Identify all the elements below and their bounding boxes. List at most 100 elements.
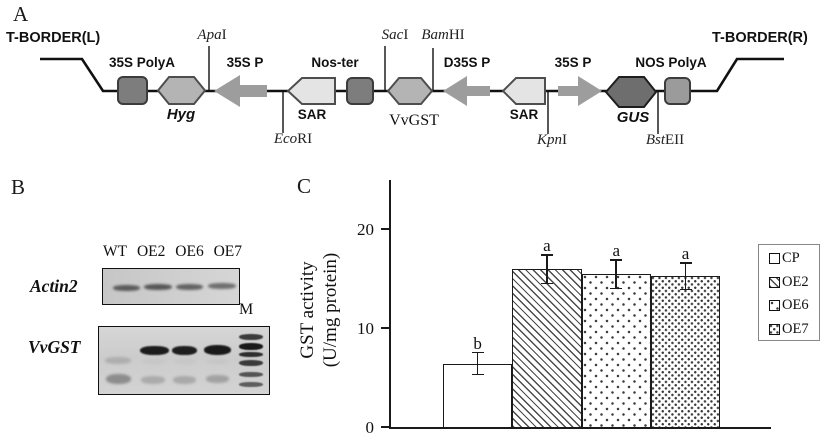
lane-label-wt: WT (103, 243, 128, 260)
apaI-roman: I (221, 27, 227, 43)
nos-polya-box (664, 77, 691, 105)
y-tick-label: 20 (357, 219, 374, 239)
lane-label-oe7: OE7 (213, 243, 242, 260)
bstEII-roman: EII (665, 132, 685, 148)
bamHI-italic: Bam (421, 27, 449, 43)
35s-polya-label: 35S PolyA (108, 55, 176, 70)
marker-band (239, 334, 263, 340)
ecoRI-site-label: EcoRI (263, 131, 323, 148)
error-bar-line (615, 259, 618, 290)
marker-band (239, 382, 263, 387)
nos-polya-label: NOS PolyA (635, 55, 707, 70)
35s-promoter-label-2: 35S P (554, 55, 592, 70)
kpnI-italic: Kpn (536, 132, 562, 148)
construct-diagram (40, 46, 784, 134)
nos-ter-label: Nos-ter (311, 55, 359, 70)
panel-a-label: A (13, 2, 29, 26)
x-axis-line (389, 427, 771, 429)
sar-label-1: SAR (297, 107, 327, 122)
gel-band (144, 284, 172, 290)
vvgst-label: VvGST (389, 112, 439, 129)
sig-letter-oe7: a (681, 244, 690, 264)
kpnI-roman: I (562, 132, 567, 148)
gel-band (143, 359, 166, 364)
bamHI-roman: HI (448, 27, 465, 43)
y-axis-title: GST activity (U/mg protein) (296, 225, 342, 395)
gel-band (173, 376, 196, 384)
y-tick-label: 0 (365, 418, 375, 435)
error-bar-cap (610, 287, 623, 290)
gel-band (105, 357, 131, 364)
error-bar-cap (471, 351, 484, 354)
d35s-promoter-label: D35S P (443, 55, 491, 70)
gel-band (113, 285, 140, 291)
apaI-italic: Apa (197, 27, 222, 43)
error-bar-cap (540, 254, 553, 256)
vvgst-gel (98, 326, 270, 395)
legend-label: OE6 (782, 297, 809, 313)
error-bar-cap (471, 373, 484, 376)
sig-letter-oe2: a (543, 236, 551, 256)
error-bar-line (546, 254, 548, 285)
sar-label-2: SAR (509, 107, 539, 122)
sacI-roman: I (403, 27, 409, 43)
legend-swatch-oe2 (769, 276, 780, 288)
legend-label: OE2 (782, 273, 809, 290)
ecoRI-italic: Eco (273, 131, 298, 147)
legend-label: OE7 (782, 320, 809, 337)
y-tick-label: 10 (357, 318, 374, 338)
gel-band (207, 359, 229, 364)
gel-band (140, 346, 169, 355)
gel-band (176, 284, 203, 290)
y-tick-mark (381, 426, 389, 428)
sacI-site-label: SacI (365, 27, 425, 44)
sacI-italic: Sac (381, 27, 404, 43)
marker-band (239, 360, 263, 366)
sig-letter-cp: b (473, 333, 482, 353)
y-axis-title-line1: GST activity (297, 261, 318, 359)
gel-band (206, 375, 229, 383)
vvgst-gel-label: VvGST (28, 337, 81, 357)
d35s-promoter-arrow-left (443, 76, 490, 106)
vvgst-hexagon (386, 77, 434, 105)
gel-band (175, 359, 196, 364)
error-bar-line (476, 351, 479, 376)
error-bar-oe2 (540, 254, 553, 285)
panel-b-label: B (11, 175, 26, 199)
35s-promoter-label-1: 35S P (226, 55, 264, 70)
legend-item-oe7: OE7 (769, 320, 819, 337)
ecoRI-roman: RI (297, 131, 313, 147)
hyg-hexagon (156, 76, 207, 105)
apaI-site-label: ApaI (182, 27, 242, 44)
marker-band (239, 343, 263, 350)
bar-oe2 (512, 269, 582, 428)
bstEII-italic: Bst (645, 132, 665, 148)
gus-hexagon (604, 76, 658, 108)
error-bar-cap (679, 288, 692, 291)
sar-pentagon-2 (501, 77, 546, 105)
gel-band (208, 283, 236, 289)
legend-swatch-oe7 (769, 323, 780, 335)
error-bar-oe6 (610, 259, 623, 290)
legend-swatch-oe6 (769, 300, 780, 311)
hyg-label: Hyg (166, 106, 196, 123)
t-border-left-label: T-BORDER(L) (6, 30, 101, 46)
error-bar-cap (610, 259, 623, 261)
sar-pentagon-1 (286, 77, 336, 105)
error-bar-cap (540, 282, 553, 285)
kpnI-site-label: KpnI (522, 132, 582, 149)
35s-polya-box (117, 76, 148, 105)
lane-label-oe6: OE6 (175, 243, 204, 260)
error-bar-line (684, 262, 687, 291)
35s-promoter-arrow-right (558, 76, 602, 106)
y-axis-title-line2: (U/mg protein) (320, 252, 341, 368)
gel-band (172, 346, 197, 355)
panel-c-label: C (297, 174, 312, 198)
actin2-gel (102, 268, 240, 305)
lane-labels: WT OE2 OE6 OE7 (103, 243, 242, 261)
nos-ter-box (346, 77, 374, 105)
error-bar-cap (679, 262, 692, 264)
marker-band (239, 352, 263, 357)
sig-letter-oe6: a (612, 241, 621, 261)
